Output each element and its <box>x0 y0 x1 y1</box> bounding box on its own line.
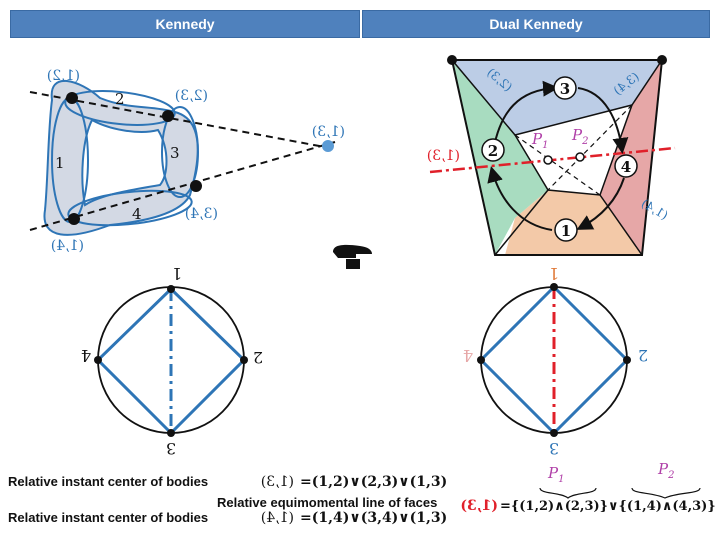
ic-label-14: (1,4) <box>51 238 84 254</box>
dual-circle-graph: 1 2 3 4 <box>463 264 648 458</box>
ic-line-12-23 <box>29 91 331 149</box>
body-label-2: 2 <box>115 90 125 108</box>
joint-34 <box>190 180 202 192</box>
p2-tag: P2 <box>657 460 674 481</box>
p2-marker <box>575 152 585 162</box>
eq2-rhs: ={(1,2)∧(2,3)}∨{(1,4)∧(4,3)} <box>500 499 716 514</box>
kennedy-circle-graph: 1 2 3 4 <box>81 264 263 458</box>
ic-line-14-34 <box>29 141 336 231</box>
joint-23 <box>162 110 174 122</box>
circle-left-label-4: 4 <box>81 346 91 365</box>
face-label-2: 2 <box>488 142 498 160</box>
eq2-lhs: (1,3) <box>460 498 498 514</box>
ic-label-34: (3,4) <box>185 206 218 222</box>
face-label-1: 1 <box>561 222 571 240</box>
p1-tag: P1 <box>547 464 564 485</box>
link-2-ellipse <box>64 90 176 126</box>
circle-left-label-2: 2 <box>253 348 263 367</box>
eq3-label: Relative instant center of bodies <box>8 510 208 525</box>
body-label-3: 3 <box>170 144 180 162</box>
dual-kennedy-mechanism: P1 P2 3 2 4 1 (2,3) (3,4) (1,3) (1,4) <box>427 55 676 256</box>
body-label-4: 4 <box>132 205 142 223</box>
circle-right-label-1: 1 <box>549 264 559 283</box>
eq3-lhs: (1,4) <box>261 510 294 526</box>
kennedy-header: Kennedy <box>10 10 360 38</box>
eq1-rhs: =(1,2)∨(2,3)∨(1,3) <box>300 474 447 490</box>
circle-left-label-1: 1 <box>172 264 182 283</box>
edge-label-13: (1,3) <box>427 148 460 164</box>
link-3-ellipse <box>161 106 199 198</box>
joint-12 <box>66 92 78 104</box>
eq3-rhs: =(1,4)∨(3,4)∨(1,3) <box>300 510 447 526</box>
eq1-lhs: (1,3) <box>261 474 294 490</box>
ic-label-13: (1,3) <box>312 124 345 140</box>
body-label-1: 1 <box>55 154 65 172</box>
ic-label-12: (1,2) <box>47 68 80 84</box>
circle-right-label-2: 2 <box>638 346 648 365</box>
p1-label: P1 <box>531 130 548 151</box>
swap-icon <box>333 244 372 269</box>
face-label-4: 4 <box>621 158 631 176</box>
circle-right-label-3: 3 <box>549 439 559 458</box>
eq2-label: Relative equimomental line of faces <box>217 495 437 510</box>
p2-label: P2 <box>571 126 588 147</box>
dual-kennedy-header: Dual Kennedy <box>362 10 710 38</box>
joint-13 <box>322 140 334 152</box>
ic-label-23: (2,3) <box>175 88 208 104</box>
circle-right-label-4: 4 <box>463 346 473 365</box>
p1-marker <box>543 155 553 165</box>
eq1-label: Relative instant center of bodies <box>8 474 208 489</box>
kennedy-mechanism: 1 2 3 4 (1,2) (2,3) (1,3) (3,4) (1,4) <box>29 68 345 254</box>
circle-left-label-3: 3 <box>166 439 176 458</box>
link-4-ellipse <box>67 189 193 227</box>
equations: Relative instant center of bodies (1,3) … <box>8 474 716 526</box>
joint-14 <box>68 213 80 225</box>
face-label-3: 3 <box>560 80 570 98</box>
